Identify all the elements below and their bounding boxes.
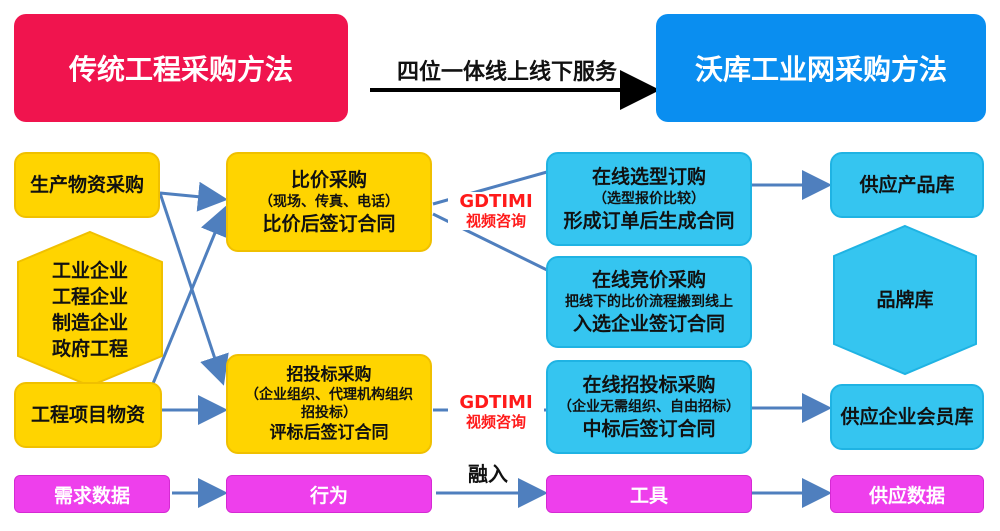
video-consult-bottom: GDTIMI 视频咨询 xyxy=(448,393,544,431)
enterprise-type-engineering: 工程企业 xyxy=(51,286,128,308)
merge-label: 融入 xyxy=(468,462,508,486)
brand-library-label: 品牌库 xyxy=(876,289,934,311)
online-tender-result: 中标后签订合同 xyxy=(582,418,716,440)
tool-label: 工具 xyxy=(629,484,668,507)
enterprise-type-industrial: 工业企业 xyxy=(51,260,128,282)
compare-purchase-title: 比价采购 xyxy=(290,169,367,191)
behavior-box: 行为 xyxy=(226,475,432,513)
tool-box: 工具 xyxy=(546,475,752,513)
video-consult-top: GDTIMI 视频咨询 xyxy=(448,192,544,230)
online-tender-title: 在线招投标采购 xyxy=(582,374,716,396)
arrow-production-to-tender xyxy=(158,192,229,386)
tender-purchase-box: 招投标采购 （企业组织、代理机构组织 招投标） 评标后签订合同 xyxy=(226,354,432,454)
arrow-project-to-compare xyxy=(150,205,229,387)
demand-data-label: 需求数据 xyxy=(53,484,130,507)
supply-product-library-box: 供应产品库 xyxy=(830,152,984,218)
woku-method-title: 沃库工业网采购方法 xyxy=(694,53,947,86)
supply-member-library-box: 供应企业会员库 xyxy=(830,384,984,450)
supply-data-box: 供应数据 xyxy=(830,475,984,513)
compare-purchase-result: 比价后签订合同 xyxy=(262,213,396,235)
supply-product-library-label: 供应产品库 xyxy=(859,174,955,196)
tender-purchase-organizers-cont: 招投标） xyxy=(301,405,357,421)
behavior-label: 行为 xyxy=(309,484,348,507)
production-materials-box: 生产物资采购 xyxy=(14,152,160,218)
online-select-order-title: 在线选型订购 xyxy=(591,166,706,188)
online-bidding-box: 在线竞价采购 把线下的比价流程搬到线上 入选企业签订合同 xyxy=(546,256,752,348)
online-tender-sub: （企业无需组织、自由招标） xyxy=(558,399,740,415)
project-materials-label: 工程项目物资 xyxy=(30,404,145,426)
consult-brand-bottom: GDTIMI xyxy=(459,392,533,413)
compare-purchase-box: 比价采购 （现场、传真、电话） 比价后签订合同 xyxy=(226,152,432,252)
tender-purchase-organizers: （企业组织、代理机构组织 xyxy=(245,387,413,403)
online-select-order-box: 在线选型订购 （选型报价比较） 形成订单后生成合同 xyxy=(546,152,752,246)
brand-library: 品牌库 xyxy=(850,285,960,315)
online-bidding-title: 在线竞价采购 xyxy=(591,269,706,291)
online-tender-box: 在线招投标采购 （企业无需组织、自由招标） 中标后签订合同 xyxy=(546,360,752,454)
consult-label-bottom: 视频咨询 xyxy=(465,413,526,431)
online-bidding-sub: 把线下的比价流程搬到线上 xyxy=(565,294,733,310)
online-select-order-sub: （选型报价比较） xyxy=(593,191,705,207)
consult-label-top: 视频咨询 xyxy=(465,212,526,230)
production-materials-label: 生产物资采购 xyxy=(29,174,144,196)
woku-method-header: 沃库工业网采购方法 xyxy=(656,14,986,122)
traditional-method-header: 传统工程采购方法 xyxy=(14,14,348,122)
compare-purchase-channels: （现场、传真、电话） xyxy=(259,194,399,210)
project-materials-box: 工程项目物资 xyxy=(14,382,162,448)
enterprise-type-manufacturing: 制造企业 xyxy=(51,312,128,334)
tender-purchase-result: 评标后签订合同 xyxy=(269,423,389,443)
online-bidding-result: 入选企业签订合同 xyxy=(572,313,725,335)
traditional-method-title: 传统工程采购方法 xyxy=(68,53,293,86)
supply-member-library-label: 供应企业会员库 xyxy=(840,406,974,428)
brand-hexagon xyxy=(833,224,977,376)
tender-purchase-title: 招投标采购 xyxy=(286,365,372,385)
enterprise-types: 工业企业 工程企业 制造企业 政府工程 xyxy=(30,250,150,370)
online-select-order-result: 形成订单后生成合同 xyxy=(563,210,735,232)
online-offline-service-label: 四位一体线上线下服务 xyxy=(396,60,617,85)
demand-data-box: 需求数据 xyxy=(14,475,170,513)
arrow-production-to-compare xyxy=(159,181,228,212)
supply-data-label: 供应数据 xyxy=(868,484,945,507)
consult-brand-top: GDTIMI xyxy=(459,191,533,212)
enterprise-type-government: 政府工程 xyxy=(51,338,128,360)
